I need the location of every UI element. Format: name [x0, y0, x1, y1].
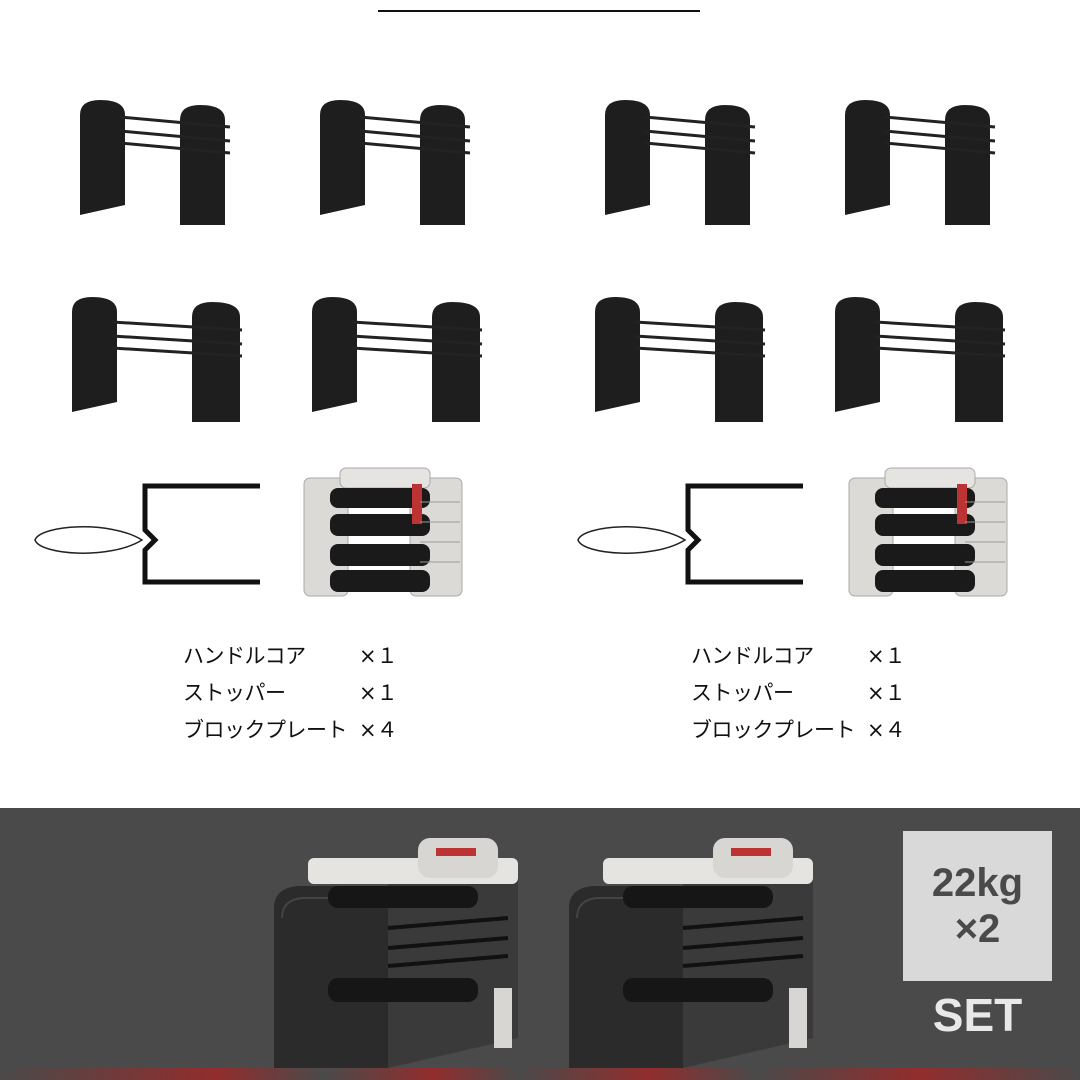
list-item: ストッパー×１	[691, 681, 906, 705]
list-item: ブロックプレート×４	[691, 718, 906, 742]
list-item: ブロックプレート×４	[183, 718, 398, 742]
handle-core	[845, 462, 1013, 602]
block-plate	[825, 292, 1010, 432]
weight-label: 22kg	[931, 861, 1024, 905]
set-label: SET	[932, 989, 1023, 1041]
multiplier-label: ×2	[954, 907, 1001, 951]
block-plate	[595, 95, 780, 235]
stopper	[30, 480, 265, 590]
top-divider	[378, 10, 700, 12]
block-plate	[302, 292, 487, 432]
block-plate	[310, 95, 495, 235]
list-item: ハンドルコア×１	[691, 644, 906, 668]
parts-list-right: ハンドルコア×１ ストッパー×１ ブロックプレート×４	[691, 638, 927, 749]
block-plate	[585, 292, 770, 432]
block-plate	[835, 95, 1020, 235]
list-item: ハンドルコア×１	[183, 644, 398, 668]
parts-list-left: ハンドルコア×１ ストッパー×１ ブロックプレート×４	[183, 638, 419, 749]
handle-core	[300, 462, 468, 602]
block-plate	[62, 292, 247, 432]
list-item: ストッパー×１	[183, 681, 398, 705]
bottom-accent-strip	[0, 1068, 1080, 1080]
weight-badge: 22kg ×2	[903, 831, 1052, 981]
block-plate	[70, 95, 255, 235]
dumbbell-image	[268, 838, 528, 1068]
dumbbell-image	[563, 838, 823, 1068]
product-banner	[0, 808, 1080, 1080]
stopper	[573, 480, 808, 590]
